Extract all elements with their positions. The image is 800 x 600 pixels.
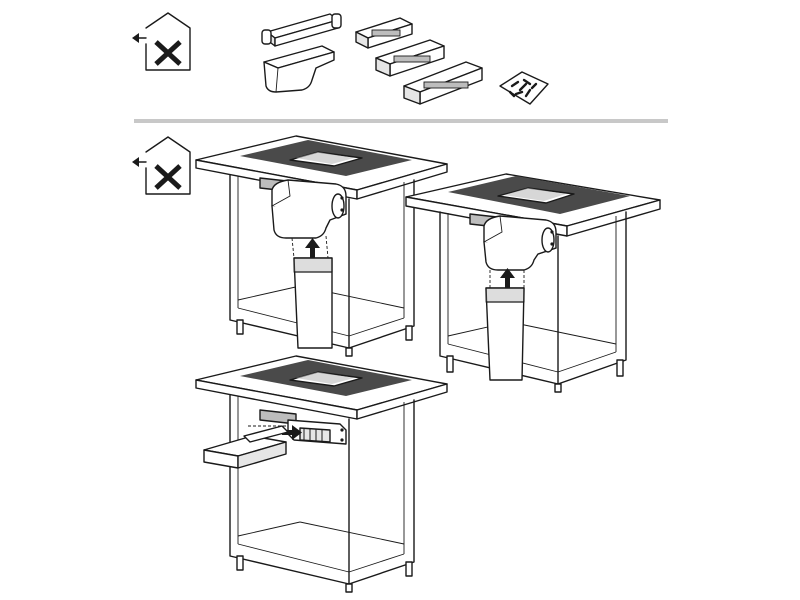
short-flat-duct-part <box>355 17 413 49</box>
duct-cover-part <box>261 13 342 47</box>
cabinet-horizontal-duct <box>195 355 448 593</box>
house-recirculation-crossed-icon-2 <box>132 136 191 195</box>
screw-bag-part <box>499 71 549 105</box>
duct-transition-part <box>263 45 335 93</box>
medium-flat-duct-part <box>375 39 445 77</box>
house-recirculation-crossed-icon <box>132 12 191 71</box>
cabinet-vertical-duct-b <box>405 173 661 393</box>
cabinet-vertical-duct-a <box>195 135 448 357</box>
long-flat-duct-part <box>403 61 483 105</box>
